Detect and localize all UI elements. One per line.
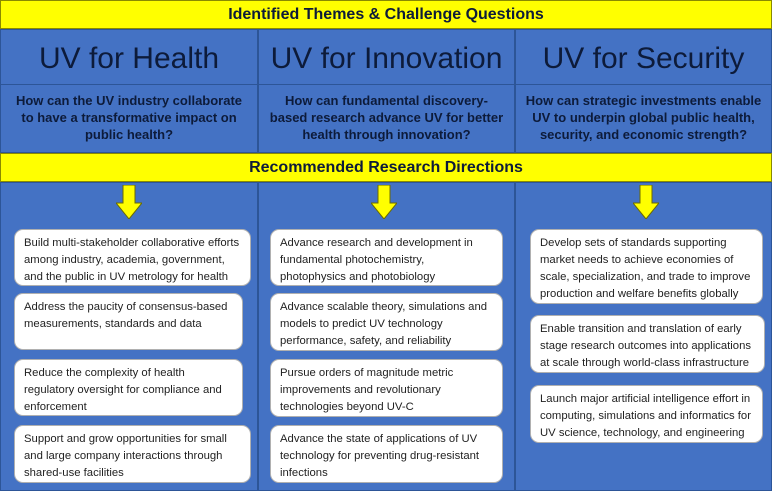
themes-banner-title: Identified Themes & Challenge Questions <box>228 5 544 23</box>
direction-card: Address the paucity of consensus-based m… <box>14 293 243 350</box>
down-arrow-icon <box>116 185 142 219</box>
security-directions-column: Develop sets of standards supporting mar… <box>515 182 772 491</box>
direction-card: Develop sets of standards supporting mar… <box>530 229 763 304</box>
health-directions-column: Build multi-stakeholder collaborative ef… <box>0 182 258 491</box>
research-directions-title: Recommended Research Directions <box>249 158 523 176</box>
direction-card: Launch major artificial intelligence eff… <box>530 385 763 443</box>
direction-card: Reduce the complexity of health regulato… <box>14 359 243 416</box>
theme-question: How can fundamental discovery-based rese… <box>269 93 504 142</box>
direction-card: Advance the state of applications of UV … <box>270 425 503 483</box>
direction-card: Support and grow opportunities for small… <box>14 425 251 483</box>
research-directions-banner: Recommended Research Directions <box>0 153 772 182</box>
theme-question: How can the UV industry collaborate to h… <box>15 93 243 142</box>
innovation-directions-column: Advance research and development in fund… <box>258 182 515 491</box>
theme-title: UV for Health <box>1 34 257 85</box>
direction-card: Pursue orders of magnitude metric improv… <box>270 359 503 417</box>
themes-banner: Identified Themes & Challenge Questions <box>0 0 772 29</box>
theme-question: How can strategic investments enable UV … <box>525 93 762 142</box>
theme-security-header: UV for Security How can strategic invest… <box>515 29 772 153</box>
direction-card: Advance research and development in fund… <box>270 229 503 286</box>
theme-title: UV for Innovation <box>259 34 514 85</box>
direction-card: Build multi-stakeholder collaborative ef… <box>14 229 251 286</box>
direction-card: Advance scalable theory, simulations and… <box>270 293 503 351</box>
theme-innovation-header: UV for Innovation How can fundamental di… <box>258 29 515 153</box>
down-arrow-icon <box>633 185 659 219</box>
direction-card: Enable transition and translation of ear… <box>530 315 765 373</box>
down-arrow-icon <box>371 185 397 219</box>
theme-health-header: UV for Health How can the UV industry co… <box>0 29 258 153</box>
theme-title: UV for Security <box>516 34 771 85</box>
